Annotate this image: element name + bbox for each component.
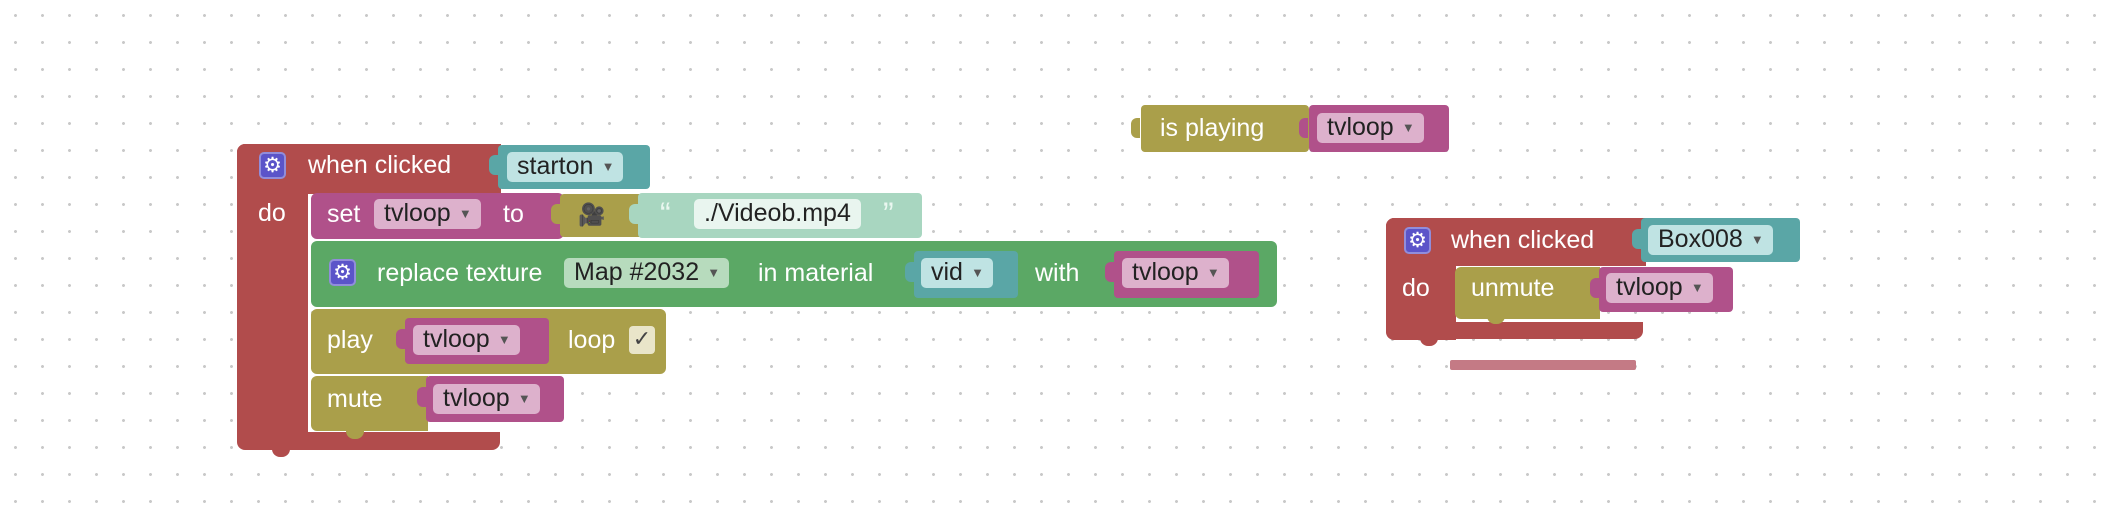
variable-dropdown[interactable]: tvloop ▼ bbox=[433, 384, 540, 414]
chevron-down-icon: ▼ bbox=[458, 206, 472, 221]
object-dropdown[interactable]: starton ▼ bbox=[507, 152, 624, 182]
do-label: do bbox=[1402, 274, 1430, 302]
variable-dropdown[interactable]: tvloop ▼ bbox=[1606, 273, 1713, 303]
gear-icon[interactable]: ⚙ bbox=[1404, 227, 1431, 254]
play-label: play bbox=[327, 326, 373, 354]
is-playing-label: is playing bbox=[1160, 114, 1265, 142]
texture-map-dropdown[interactable]: Map #2032 ▼ bbox=[564, 258, 730, 288]
do-label: do bbox=[258, 199, 286, 227]
unmute-label: unmute bbox=[1471, 274, 1555, 302]
variable-dropdown-value: tvloop bbox=[443, 384, 510, 412]
with-label: with bbox=[1035, 259, 1080, 287]
insertion-marker bbox=[1450, 360, 1636, 370]
material-dropdown[interactable]: vid ▼ bbox=[921, 258, 993, 288]
chevron-down-icon: ▼ bbox=[601, 159, 615, 174]
variable-dropdown-value: tvloop bbox=[1132, 258, 1199, 286]
gear-icon[interactable]: ⚙ bbox=[259, 152, 286, 179]
quote-close-icon: ” bbox=[883, 196, 894, 232]
chevron-down-icon: ▼ bbox=[1401, 120, 1415, 135]
material-value: vid bbox=[931, 258, 963, 286]
mute-label: mute bbox=[327, 385, 383, 413]
loop-checkbox[interactable]: ✓ bbox=[629, 326, 655, 354]
variable-dropdown-value: tvloop bbox=[423, 325, 490, 353]
variable-dropdown[interactable]: tvloop ▼ bbox=[374, 199, 481, 229]
when-clicked-label: when clicked bbox=[1451, 226, 1595, 254]
chevron-down-icon: ▼ bbox=[1206, 265, 1220, 280]
chevron-down-icon: ▼ bbox=[1750, 232, 1764, 247]
set-label: set bbox=[327, 200, 361, 228]
when-clicked-label: when clicked bbox=[308, 151, 452, 179]
chevron-down-icon: ▼ bbox=[497, 332, 511, 347]
variable-dropdown[interactable]: tvloop ▼ bbox=[1122, 258, 1229, 288]
loop-label: loop bbox=[568, 326, 616, 354]
chevron-down-icon: ▼ bbox=[1690, 280, 1704, 295]
variable-dropdown-value: tvloop bbox=[1327, 113, 1394, 141]
variable-dropdown-value: tvloop bbox=[1616, 273, 1683, 301]
gear-icon[interactable]: ⚙ bbox=[329, 259, 356, 286]
object-dropdown-value: starton bbox=[517, 152, 594, 180]
object-dropdown[interactable]: Box008 ▼ bbox=[1648, 225, 1773, 255]
string-field[interactable]: ./Videob.mp4 bbox=[694, 199, 861, 229]
texture-map-value: Map #2032 bbox=[574, 258, 700, 286]
replace-texture-label: replace texture bbox=[377, 259, 543, 287]
string-value: ./Videob.mp4 bbox=[704, 199, 851, 227]
quote-open-icon: “ bbox=[660, 196, 671, 232]
to-label: to bbox=[503, 200, 524, 228]
variable-dropdown-value: tvloop bbox=[384, 199, 451, 227]
chevron-down-icon: ▼ bbox=[707, 265, 721, 280]
variable-dropdown[interactable]: tvloop ▼ bbox=[1317, 113, 1424, 143]
chevron-down-icon: ▼ bbox=[517, 391, 531, 406]
variable-dropdown[interactable]: tvloop ▼ bbox=[413, 325, 520, 355]
film-camera-icon: 🎥 bbox=[578, 202, 606, 227]
object-dropdown-value: Box008 bbox=[1658, 225, 1743, 253]
chevron-down-icon: ▼ bbox=[971, 265, 984, 280]
in-material-label: in material bbox=[758, 259, 874, 287]
